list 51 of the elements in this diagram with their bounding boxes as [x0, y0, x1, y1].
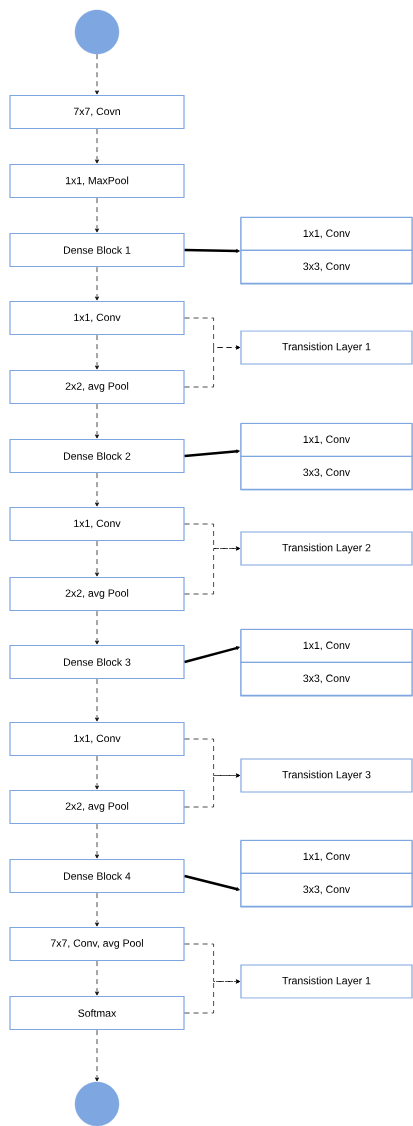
layer-box: 1x1, Conv: [9, 300, 185, 336]
arrow: [95, 128, 99, 164]
arrow: [95, 1029, 99, 1082]
layer-box: 3x3, Conv: [240, 455, 413, 490]
arrow: [95, 472, 99, 507]
layer-box: 3x3, Conv: [240, 872, 413, 907]
layer-box: 1x1, Conv: [240, 216, 413, 251]
arrow: [95, 610, 99, 645]
elbow-arrow: [184, 345, 240, 388]
layer-box: 1x1, Conv: [240, 628, 413, 663]
circle-node: [74, 9, 120, 55]
transition-box: Transistion Layer 3: [240, 758, 413, 793]
layer-box: 2x2, avg Pool: [9, 576, 185, 612]
transition-box: Transistion Layer 1: [240, 330, 413, 365]
arrow: [95, 403, 99, 439]
transition-box: Transistion Layer 2: [240, 531, 413, 566]
transition-box: Transistion Layer 1: [240, 964, 413, 999]
arrow: [95, 678, 99, 722]
layer-box: Dense Block 3: [9, 644, 185, 680]
arrow: [95, 755, 99, 790]
layer-box: 1x1, Conv: [240, 839, 413, 874]
layer-box: 1x1, Conv: [9, 506, 185, 542]
circle-node: [74, 1081, 120, 1126]
layer-box: 1x1, Conv: [9, 721, 185, 757]
arrow: [184, 248, 240, 253]
arrow: [95, 823, 99, 859]
arrow: [95, 960, 99, 996]
arrow: [184, 874, 240, 891]
elbow-arrow: [184, 773, 240, 808]
arrow: [95, 266, 99, 301]
layer-box: Dense Block 4: [9, 858, 185, 894]
layer-box: 2x2, avg Pool: [9, 369, 185, 405]
layer-box: 7x7, Covn: [9, 94, 185, 130]
arrow: [95, 197, 99, 233]
layer-box: 7x7, Conv, avg Pool: [9, 926, 185, 962]
arrow: [184, 646, 240, 664]
arrow: [95, 53, 99, 95]
layer-box: Dense Block 1: [9, 232, 185, 268]
arrow: [95, 892, 99, 927]
arrow: [95, 540, 99, 577]
layer-box: Dense Block 2: [9, 438, 185, 474]
layer-box: Softmax: [9, 995, 185, 1031]
layer-box: 2x2, avg Pool: [9, 789, 185, 825]
layer-box: 3x3, Conv: [240, 249, 413, 284]
layer-box: 1x1, Conv: [240, 422, 413, 457]
layer-box: 1x1, MaxPool: [9, 163, 185, 199]
layer-box: 3x3, Conv: [240, 661, 413, 696]
elbow-arrow: [184, 546, 240, 595]
elbow-arrow: [184, 979, 240, 1014]
arrow: [184, 449, 240, 458]
arrow: [95, 334, 99, 370]
